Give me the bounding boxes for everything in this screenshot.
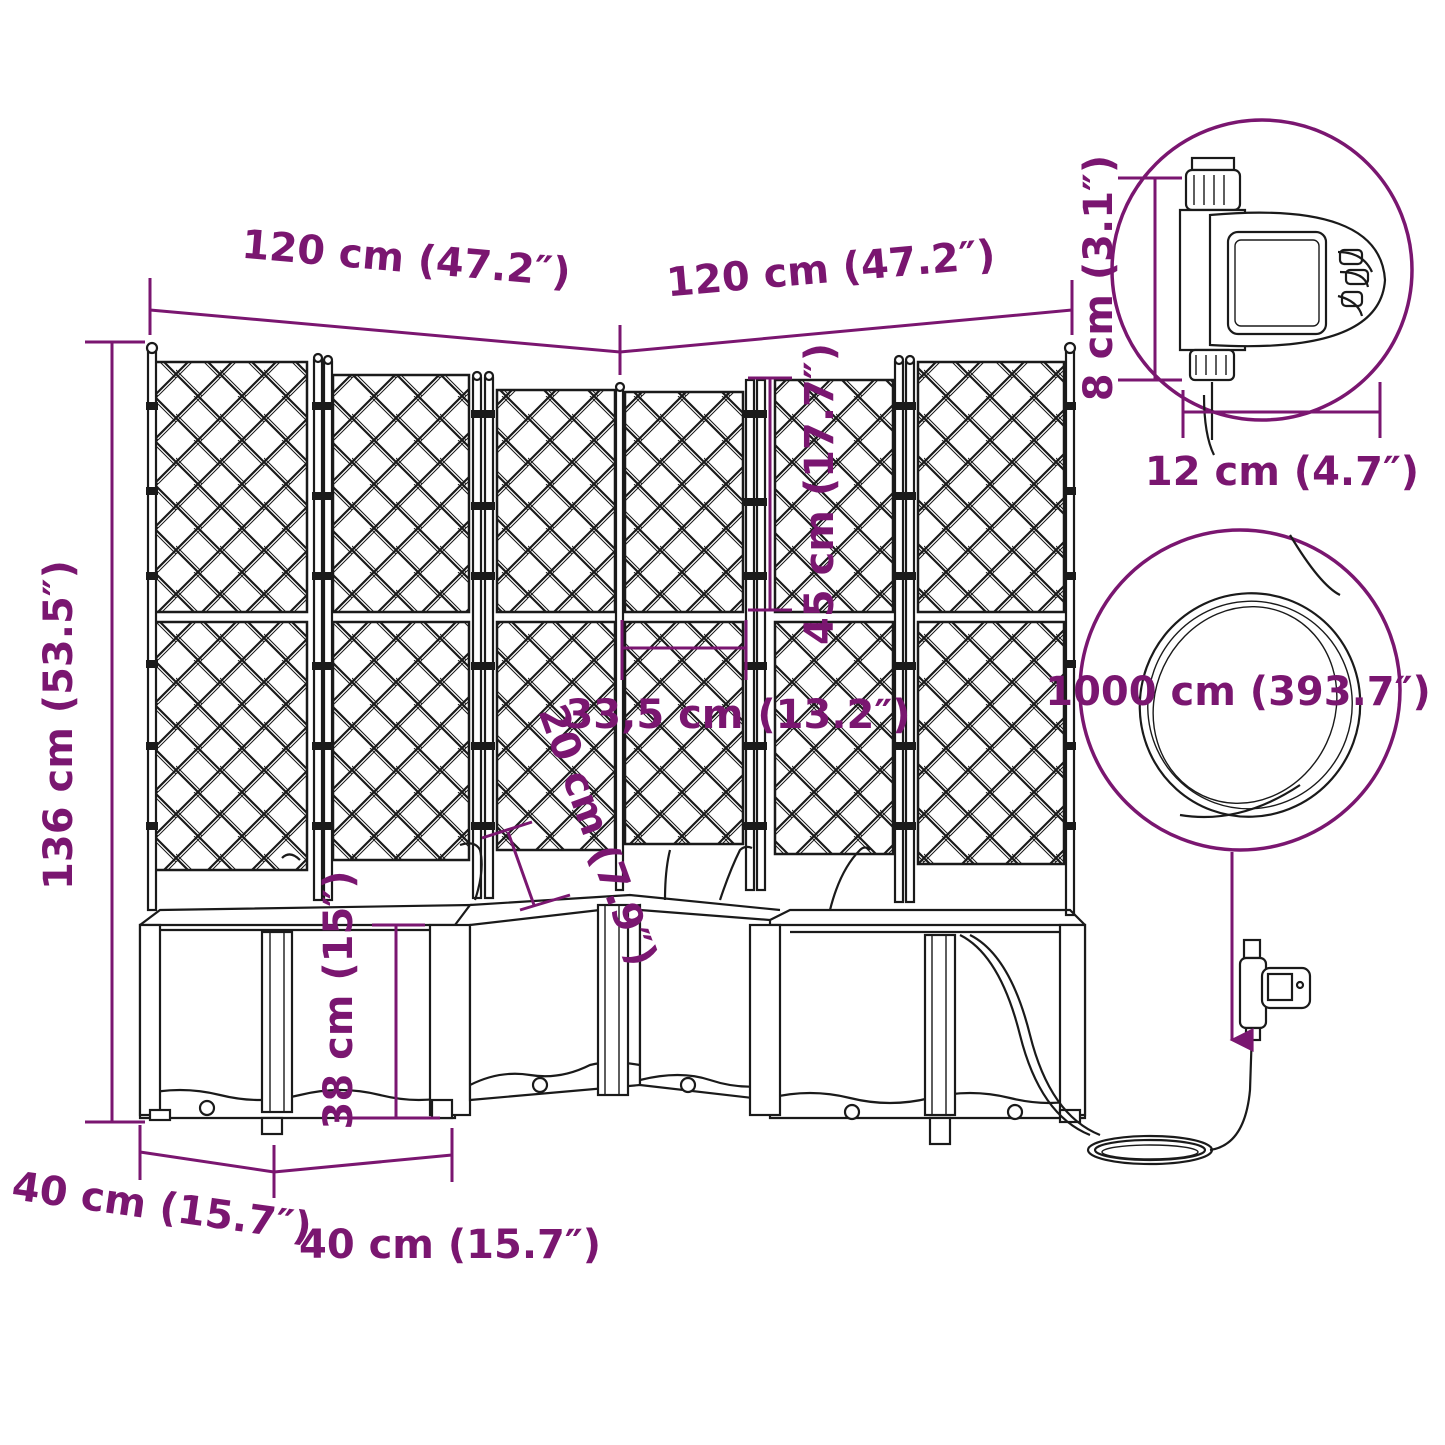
timer-height-label: 8 cm (3.1″)	[1076, 155, 1122, 401]
lattice-panel	[153, 620, 309, 872]
lattice-panel	[916, 620, 1066, 866]
lattice-panel	[495, 388, 617, 614]
width-right-label: 120 cm (47.2″)	[665, 232, 998, 307]
lattice-panel	[623, 390, 745, 614]
depth-front-label: 40 cm (15.7″)	[299, 1222, 601, 1268]
lattice-panel	[331, 373, 471, 614]
irrigation-hose	[959, 934, 1254, 1166]
timer-width-label: 12 cm (4.7″)	[1145, 449, 1419, 495]
hose-detail: 1000 cm (393.7″)	[1045, 528, 1431, 1052]
post-clips	[146, 402, 1076, 830]
lattice-panel	[153, 360, 309, 614]
width-left-label: 120 cm (47.2″)	[240, 222, 573, 297]
hose-coil-icon	[1138, 534, 1362, 819]
trellis-posts	[145, 341, 1077, 917]
lattice-panel	[623, 620, 745, 846]
drip-tubes	[281, 842, 871, 911]
lattice-panel	[916, 360, 1066, 614]
water-timer-icon	[1178, 156, 1387, 456]
lattice-width-label: 33,5 cm (13.2″)	[565, 692, 910, 738]
lattice-panel	[773, 378, 895, 614]
trellis-left	[153, 360, 617, 872]
lattice-height-label: 45 cm (17.7″)	[797, 343, 843, 645]
planter-height-label: 38 cm (15″)	[316, 870, 362, 1129]
lattice-panel	[331, 620, 471, 862]
depth-left-label: 40 cm (15.7″)	[9, 1163, 314, 1251]
hose-length-label: 1000 cm (393.7″)	[1045, 669, 1431, 715]
height-total-label: 136 cm (53.5″)	[36, 560, 82, 890]
water-timer-small	[1238, 938, 1312, 1042]
dimension-lines	[85, 278, 1074, 1198]
lattice-panel	[773, 620, 895, 856]
planter-illustration	[138, 341, 1312, 1166]
timer-detail: 8 cm (3.1″) 12 cm (4.7″)	[1076, 118, 1419, 495]
trellis-right	[623, 360, 1066, 866]
lattice-panel	[495, 620, 617, 852]
